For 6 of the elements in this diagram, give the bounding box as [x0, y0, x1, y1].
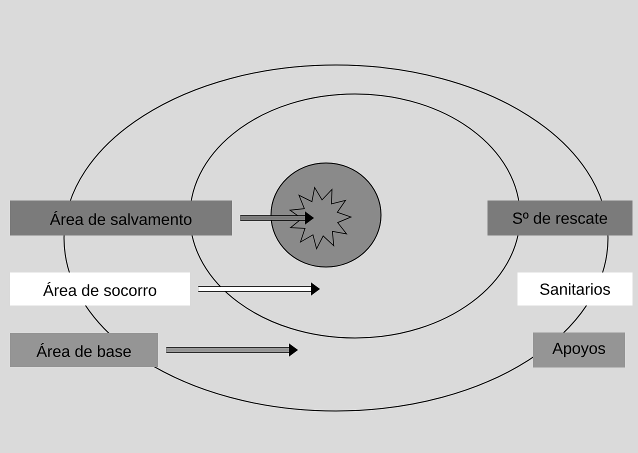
label-box: Área de salvamento: [10, 200, 232, 236]
label-box: Apoyos: [533, 332, 625, 368]
label-box: Área de base: [10, 333, 158, 367]
label-box: Área de socorro: [10, 272, 190, 306]
label-box: Sº de rescate: [488, 200, 632, 236]
label-box: Sanitarios: [518, 272, 632, 306]
